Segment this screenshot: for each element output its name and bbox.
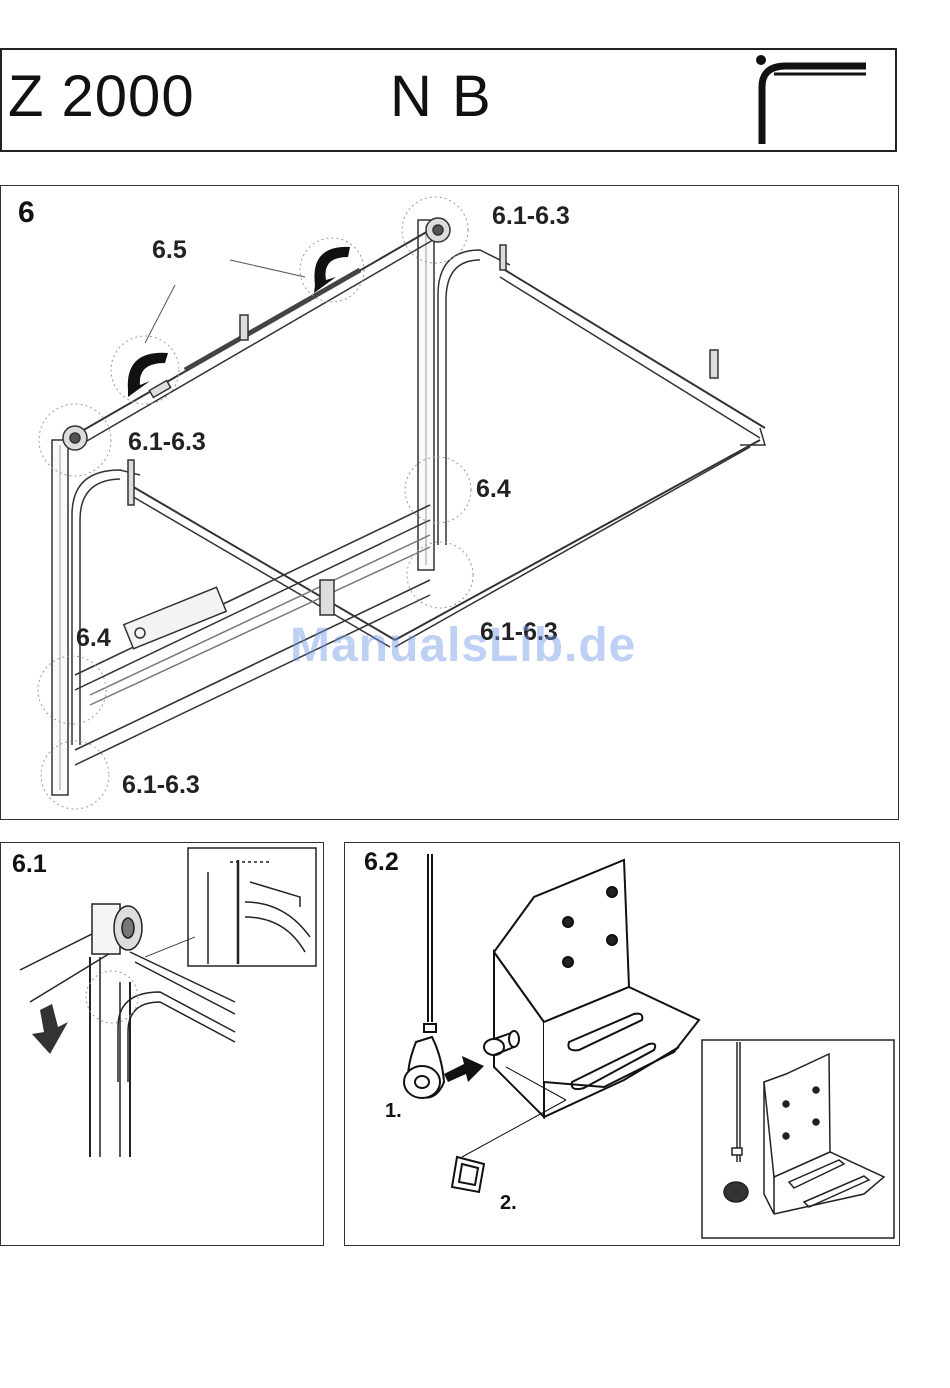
label-6-5-shaft: 6.5 xyxy=(152,238,187,263)
door-frame-overview-drawing xyxy=(0,185,899,820)
step-6-2-drawing xyxy=(344,842,900,1246)
arrow-down-icon xyxy=(32,1004,68,1054)
label-6-4-right: 6.4 xyxy=(476,477,511,502)
substep-1-label: 1. xyxy=(385,1101,402,1121)
model-name: Z 2000 xyxy=(8,68,195,126)
watermark: ManualsLib.de xyxy=(290,618,636,673)
arrow-right-icon xyxy=(444,1056,484,1082)
label-6-1-6-3-left-bottom: 6.1-6.3 xyxy=(122,773,200,798)
brand-logo-icon xyxy=(748,52,878,152)
label-6-1-6-3-top-right: 6.1-6.3 xyxy=(492,204,570,229)
label-6-4-left: 6.4 xyxy=(76,626,111,651)
model-variant: N B xyxy=(390,68,493,126)
label-6-1-6-3-left-top: 6.1-6.3 xyxy=(128,430,206,455)
substep-2-label: 2. xyxy=(500,1193,517,1213)
step-6-1-drawing xyxy=(0,842,324,1246)
